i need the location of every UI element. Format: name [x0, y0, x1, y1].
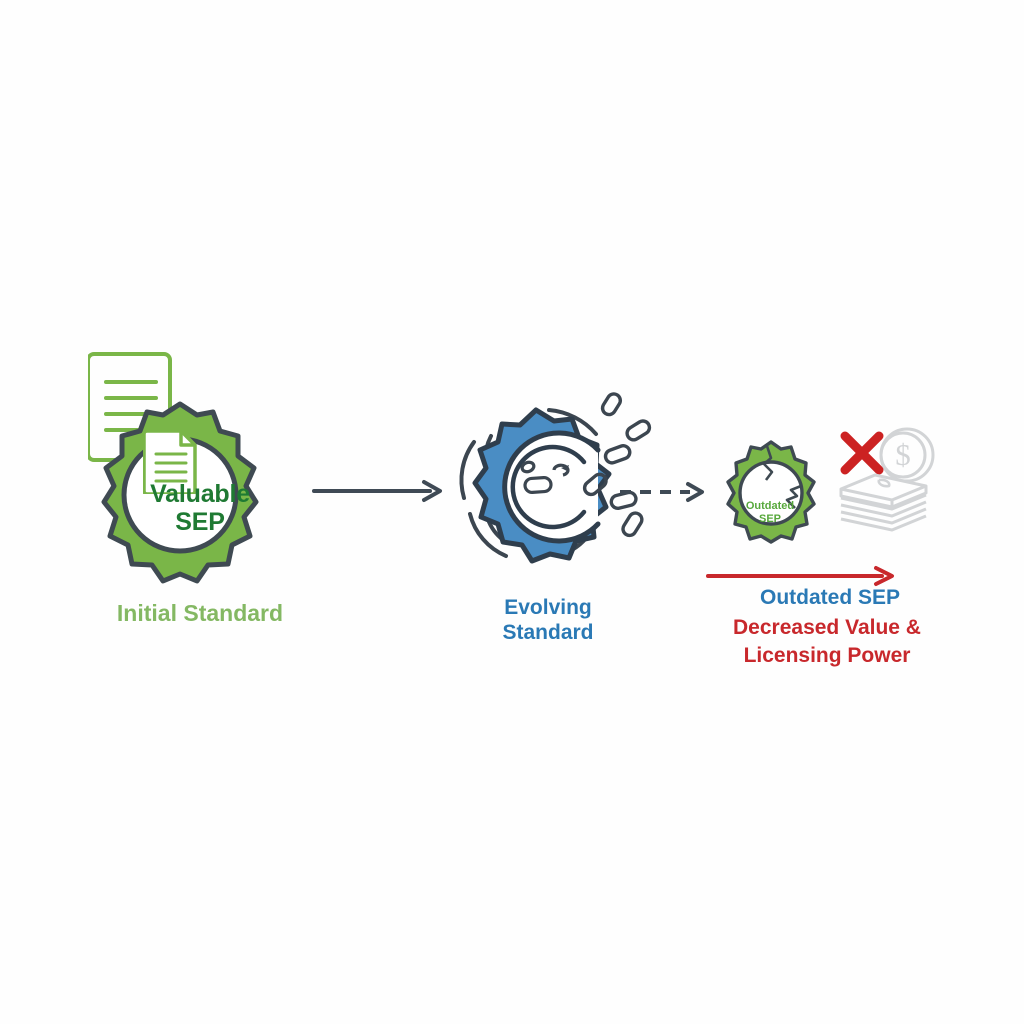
caption-line1: Evolving [504, 596, 592, 619]
coin-dollar-icon: $ [879, 427, 935, 483]
gear-center-label-initial: Valuable SEP [60, 480, 340, 536]
caption-line2: Standard [502, 621, 594, 645]
banknote-stack-icon [839, 473, 928, 532]
stage-evolving-standard: Evolving Standard [448, 390, 652, 680]
gear-label-line1: Valuable [150, 480, 250, 508]
chain-link-fragment-icon [582, 392, 652, 538]
caption-line1: Decreased Value & [733, 616, 921, 639]
caption-outdated-sep: Outdated SEP [759, 586, 901, 609]
gear-label-line2: SEP [175, 508, 225, 536]
caption-line2: Licensing Power [743, 644, 911, 668]
gear-label-line2: SEP [758, 512, 781, 525]
gear-center-label-outdated: Outdated SEP [715, 500, 825, 525]
money-group: $ [835, 426, 950, 546]
stage-outdated-sep: Outdated SEP $ [700, 420, 960, 690]
red-x-icon [840, 431, 884, 475]
chain-link-fragment-icon [520, 460, 570, 495]
gear-icon [448, 390, 653, 585]
arrow-right-dashed-icon [618, 480, 710, 509]
document-outline-icon [86, 348, 184, 471]
stage-initial-standard: Valuable SEP Initial Standard [60, 330, 340, 660]
arrow-right-icon [312, 478, 448, 509]
red-arrow-icon [706, 565, 902, 592]
document-icon [142, 428, 199, 499]
caption-initial-standard: Initial Standard [116, 600, 284, 626]
caption-evolving-standard: Evolving Standard [448, 595, 648, 645]
svg-text:$: $ [895, 437, 911, 472]
cracked-gear-icon [715, 438, 827, 555]
gear-label-line1: Outdated [745, 500, 795, 512]
caption-decreased-value: Decreased Value & Licensing Power [694, 614, 960, 671]
